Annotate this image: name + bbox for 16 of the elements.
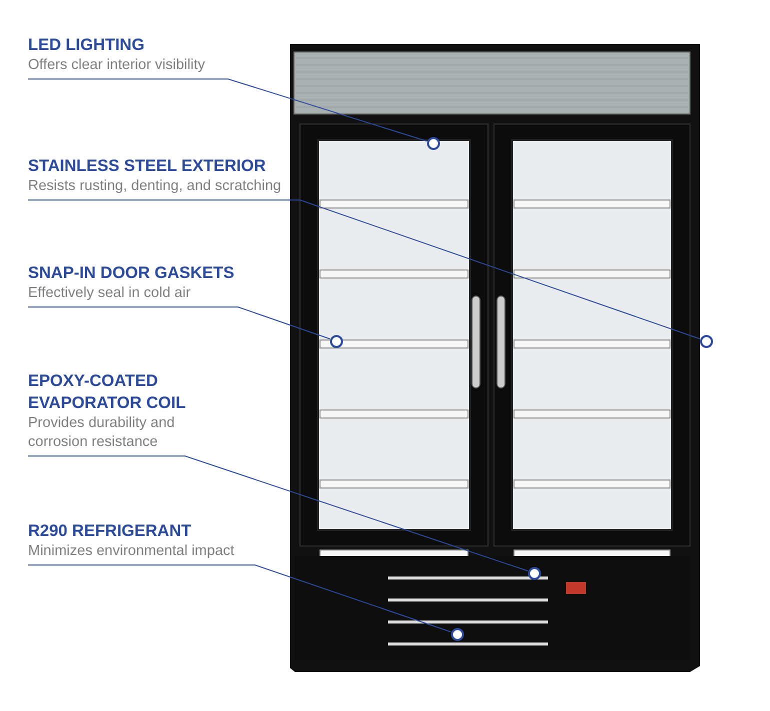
feature-heading: EPOXY-COATED EVAPORATOR COIL: [28, 371, 187, 414]
feature-description: Effectively seal in cold air: [28, 284, 191, 303]
feature-heading: SNAP-IN DOOR GASKETS: [28, 263, 234, 284]
leader-line: [28, 456, 528, 572]
leader-line: [28, 564, 452, 632]
feature-heading: LED LIGHTING: [28, 35, 144, 56]
feature-description: Minimizes environmental impact: [28, 542, 234, 561]
feature-description: Resists rusting, denting, and scratching: [28, 177, 282, 196]
feature-heading: STAINLESS STEEL EXTERIOR: [28, 156, 266, 177]
feature-description: Offers clear interior visibility: [28, 56, 206, 75]
leader-line: [28, 306, 330, 340]
feature-description: Provides durability and corrosion resistance: [28, 414, 176, 452]
feature-heading: R290 REFRIGERANT: [28, 521, 192, 542]
leader-line: [28, 78, 428, 142]
leader-line: [28, 200, 700, 340]
callout-dot: [700, 334, 712, 348]
